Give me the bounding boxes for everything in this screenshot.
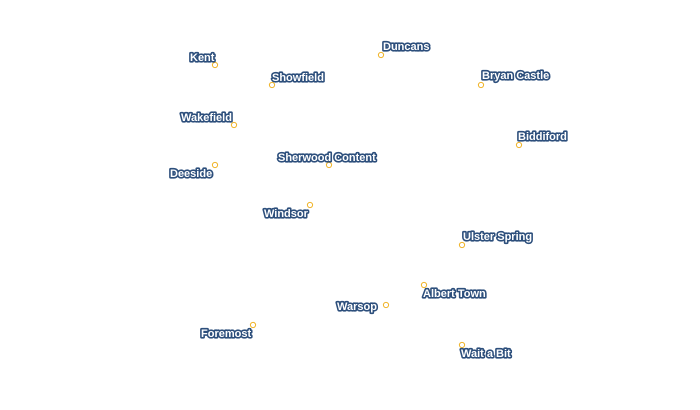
place-wait-a-bit[interactable]: Wait a Bit — [458, 341, 513, 362]
place-marker-icon — [306, 201, 314, 209]
place-marker-icon — [211, 61, 219, 69]
place-label: Showfield — [272, 72, 324, 84]
place-label: Sherwood Content — [278, 152, 376, 164]
place-windsor[interactable]: Windsor — [262, 201, 314, 222]
place-label: Foremost — [201, 328, 251, 340]
place-marker-icon — [230, 121, 238, 129]
place-label: Duncans — [383, 41, 429, 53]
place-marker-icon — [420, 281, 428, 289]
place-marker-icon — [325, 161, 333, 169]
place-deeside[interactable]: Deeside — [168, 161, 219, 182]
place-showfield[interactable]: Showfield — [268, 70, 326, 89]
place-biddiford[interactable]: Biddiford — [515, 129, 568, 149]
place-marker-icon — [477, 81, 485, 89]
place-ulster-spring[interactable]: Ulster Spring — [458, 229, 534, 249]
place-albert-town[interactable]: Albert Town — [420, 281, 488, 302]
place-marker-icon — [211, 161, 219, 169]
place-warsop[interactable]: Warsop — [335, 299, 390, 315]
place-label: Kent — [190, 52, 215, 64]
place-marker-icon — [268, 81, 276, 89]
place-label: Windsor — [264, 208, 309, 220]
place-label: Warsop — [337, 301, 377, 313]
place-marker-icon — [249, 321, 257, 329]
place-duncans[interactable]: Duncans — [377, 39, 431, 59]
place-marker-icon — [458, 341, 466, 349]
place-sherwood-content[interactable]: Sherwood Content — [276, 150, 378, 169]
place-label: Biddiford — [518, 131, 567, 143]
place-kent[interactable]: Kent — [188, 50, 219, 69]
place-label: Wakefield — [181, 112, 232, 124]
place-wakefield[interactable]: Wakefield — [179, 110, 238, 129]
place-label: Bryan Castle — [482, 70, 549, 82]
place-foremost[interactable]: Foremost — [199, 321, 257, 342]
place-label: Deeside — [170, 168, 212, 180]
place-label: Wait a Bit — [461, 348, 511, 360]
place-bryan-castle[interactable]: Bryan Castle — [477, 68, 551, 89]
place-marker-icon — [515, 141, 523, 149]
place-label: Ulster Spring — [463, 231, 532, 243]
place-marker-icon — [382, 301, 390, 309]
place-marker-icon — [377, 51, 385, 59]
place-label: Albert Town — [423, 288, 486, 300]
place-marker-icon — [458, 241, 466, 249]
